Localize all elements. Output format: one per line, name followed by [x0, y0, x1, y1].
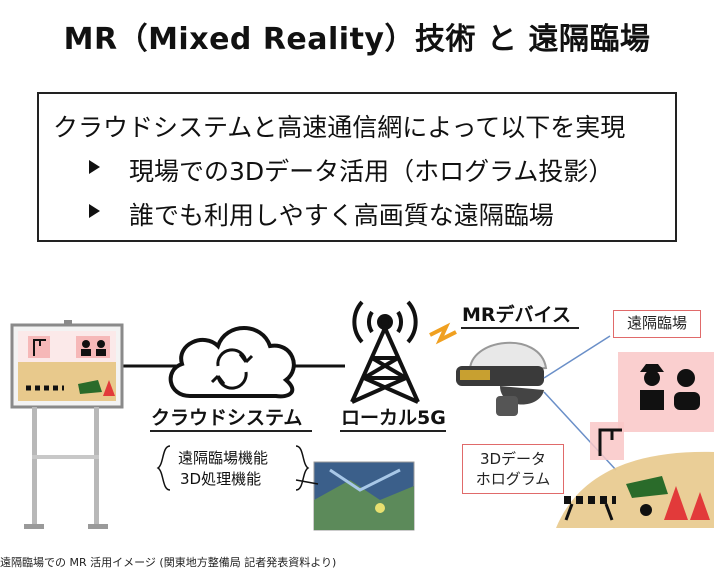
- antenna-tower-icon: [350, 300, 420, 404]
- page-title: MR（Mixed Reality）技術 と 遠隔臨場: [63, 22, 651, 57]
- cloud-system-label: クラウドシステム: [151, 407, 303, 429]
- mr-headset-icon: [456, 341, 548, 416]
- monitor-stand-icon: [10, 320, 124, 529]
- bullet-marker-icon: [89, 160, 100, 174]
- summary-lead: クラウドシステムと高速通信網によって以下を実現: [53, 113, 626, 142]
- local-5g-label: ローカル5G: [341, 407, 446, 429]
- function-item-1: 遠隔臨場機能: [178, 449, 269, 467]
- signal-bolt-icon: [429, 322, 457, 345]
- hologram-callout: 3Dデータ ホログラム: [462, 444, 564, 494]
- device-label-underline: [461, 327, 579, 329]
- hologram-callout-line-1: 3Dデータ: [479, 450, 547, 468]
- brace-right: [295, 445, 310, 491]
- summary-bullet-2: 誰でも利用しやすく高画質な遠隔臨場: [129, 201, 554, 230]
- function-item-2: 3D処理機能: [180, 470, 262, 488]
- callout-line: [295, 479, 319, 485]
- view-line: [543, 335, 611, 379]
- remote-people-icon: [618, 352, 714, 432]
- cloud-icon: [168, 326, 296, 399]
- figure-caption: 遠隔臨場での MR 活用イメージ (関東地方整備局 記者発表資料より): [0, 556, 337, 569]
- hologram-callout-line-2: ホログラム: [475, 470, 551, 488]
- bullet-marker-icon: [89, 204, 100, 218]
- summary-bullet-1: 現場での3Dデータ活用（ホログラム投影）: [129, 157, 614, 186]
- construction-site-icon: [556, 422, 714, 528]
- cloud-label-underline: [150, 430, 312, 432]
- remote-attendance-callout: 遠隔臨場: [613, 310, 701, 338]
- mr-device-label: MRデバイス: [462, 304, 571, 326]
- summary-box: クラウドシステムと高速通信網によって以下を実現 現場での3Dデータ活用（ホログラ…: [37, 92, 677, 242]
- 3d-map-image: [313, 461, 415, 531]
- brace-left: [156, 445, 171, 491]
- tower-label-underline: [340, 430, 446, 432]
